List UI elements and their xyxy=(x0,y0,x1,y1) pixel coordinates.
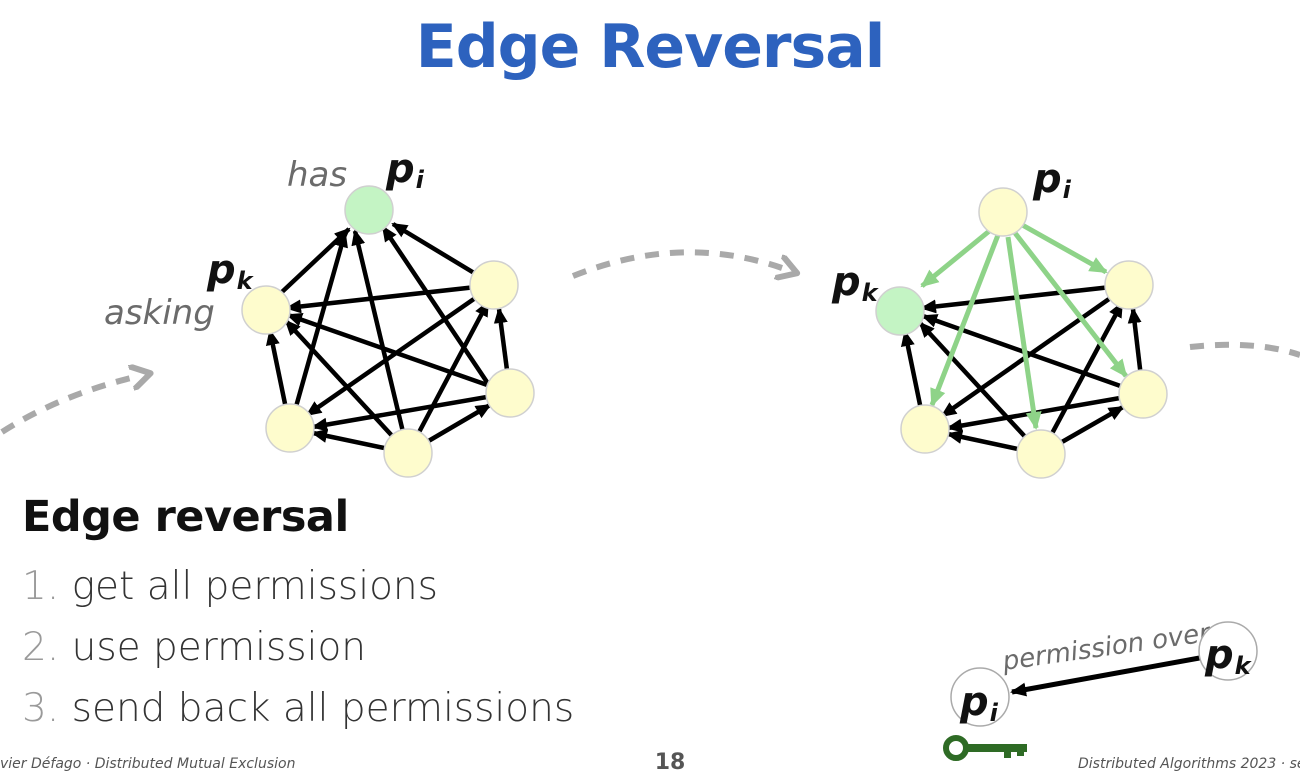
slide-title: Edge Reversal xyxy=(415,12,886,82)
right-node-pi xyxy=(978,187,1028,237)
left-node-b xyxy=(485,368,535,418)
page-number: 18 xyxy=(654,750,686,775)
key-icon xyxy=(943,735,1027,761)
footer-left: vier Défago · Distributed Mutual Exclusi… xyxy=(0,756,296,772)
right-node-a xyxy=(1104,260,1154,310)
dashed-arrow-middle xyxy=(571,249,782,276)
dashed-arrow-left xyxy=(0,377,135,435)
legend-node-pk xyxy=(1198,621,1258,681)
step-text: use permission xyxy=(71,625,367,670)
section-heading: Edge reversal xyxy=(22,492,349,542)
label-right-pk: pk xyxy=(831,259,880,307)
right-graph-green-edges xyxy=(920,219,1128,430)
label-right-pi: pi xyxy=(1032,156,1072,204)
right-graph-black-edges xyxy=(900,282,1146,457)
left-graph-nodes xyxy=(241,185,535,478)
dashed-arrow-right xyxy=(1189,341,1300,358)
legend-node-pi xyxy=(950,667,1010,727)
step-number: 3. xyxy=(22,686,60,731)
left-node-c xyxy=(383,428,433,478)
right-node-b xyxy=(1118,369,1168,419)
legend-permission: permission over pk pi xyxy=(943,618,1258,761)
legend-edge-label: permission over xyxy=(1000,618,1214,677)
right-graph-nodes xyxy=(875,187,1168,479)
legend-label-pk: pk xyxy=(1204,632,1253,680)
step-text: get all permissions xyxy=(71,564,438,609)
right-node-pk xyxy=(875,286,925,336)
left-node-d xyxy=(265,403,315,453)
label-left-pk: pk xyxy=(206,247,255,295)
step-text: send back all permissions xyxy=(71,686,575,731)
right-node-c xyxy=(1016,429,1066,479)
left-node-pk xyxy=(241,285,291,335)
step-number: 1. xyxy=(22,564,60,609)
step-number: 2. xyxy=(22,625,60,670)
label-asking: asking xyxy=(104,293,215,333)
step-item: 2. use permission xyxy=(22,617,574,678)
legend-label-pi: pi xyxy=(959,679,999,727)
step-item: 1. get all permissions xyxy=(22,556,574,617)
steps-list: 1. get all permissions 2. use permission… xyxy=(22,556,574,739)
left-node-pi xyxy=(344,185,394,235)
footer-right: Distributed Algorithms 2023 · se xyxy=(1078,756,1300,772)
right-node-d xyxy=(900,404,950,454)
label-left-pi: pi xyxy=(385,146,425,194)
legend-arrow xyxy=(1010,654,1206,697)
label-has: has xyxy=(287,155,347,195)
step-item: 3. send back all permissions xyxy=(22,678,574,739)
left-node-a xyxy=(469,260,519,310)
